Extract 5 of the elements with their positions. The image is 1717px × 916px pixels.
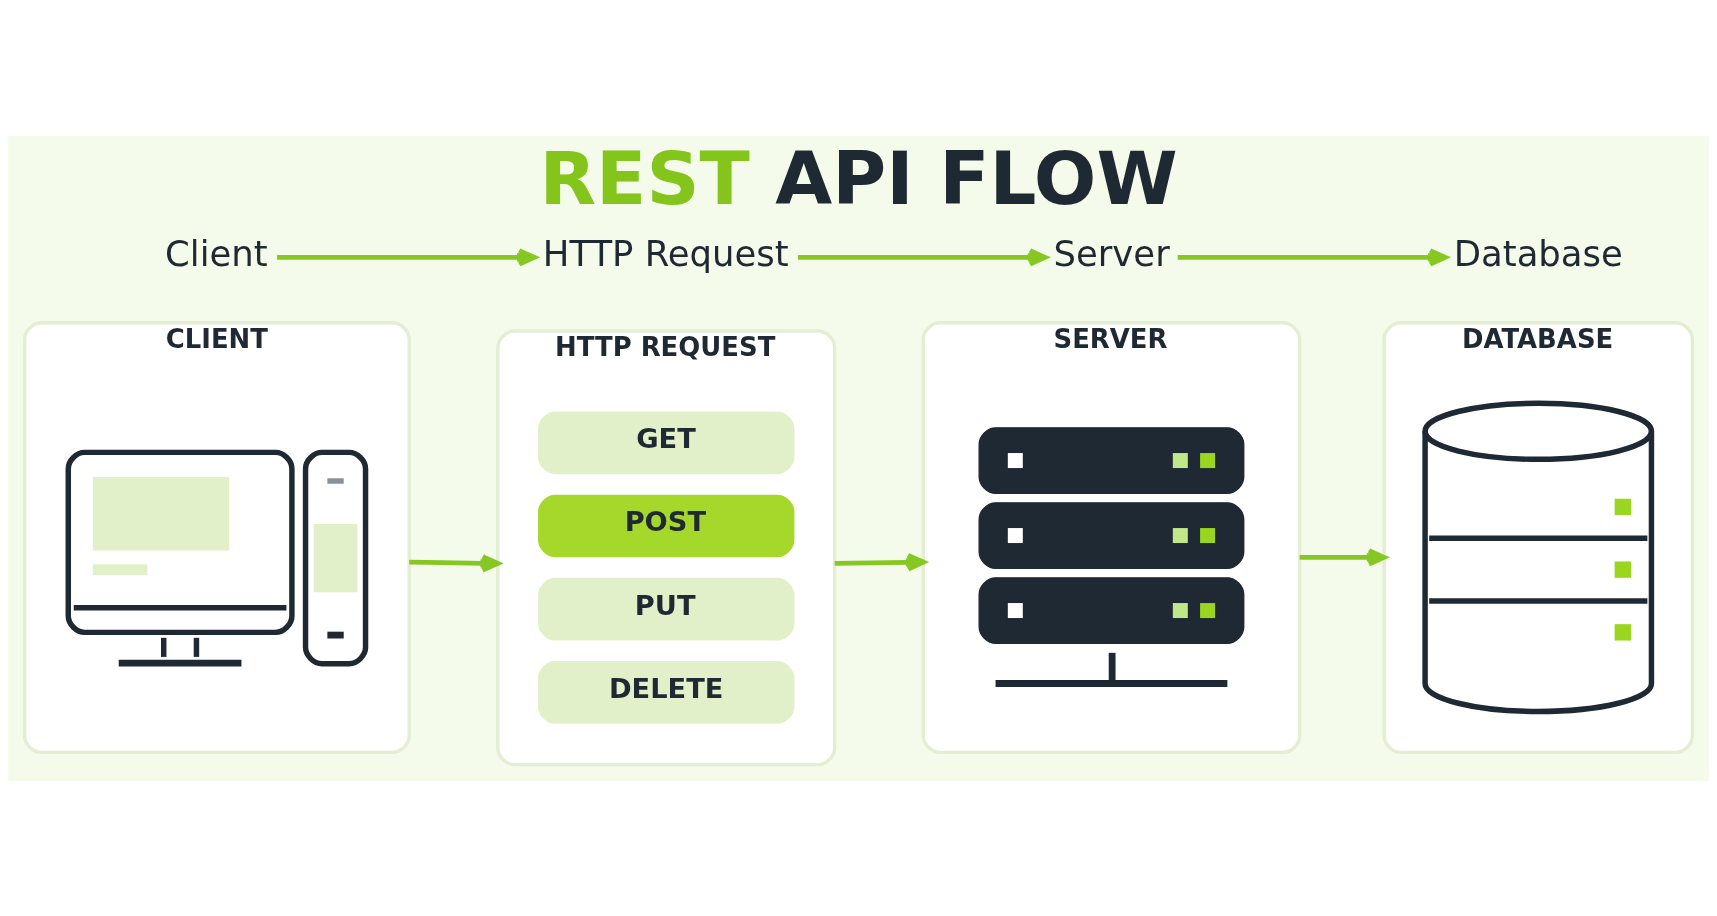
node-text: Server (1053, 232, 1170, 274)
node-text: HTTP Request (542, 232, 789, 274)
node-text: Database (1453, 232, 1623, 274)
diagram-title: REST API FLOW (539, 135, 1178, 221)
node-text: Client (165, 232, 268, 274)
